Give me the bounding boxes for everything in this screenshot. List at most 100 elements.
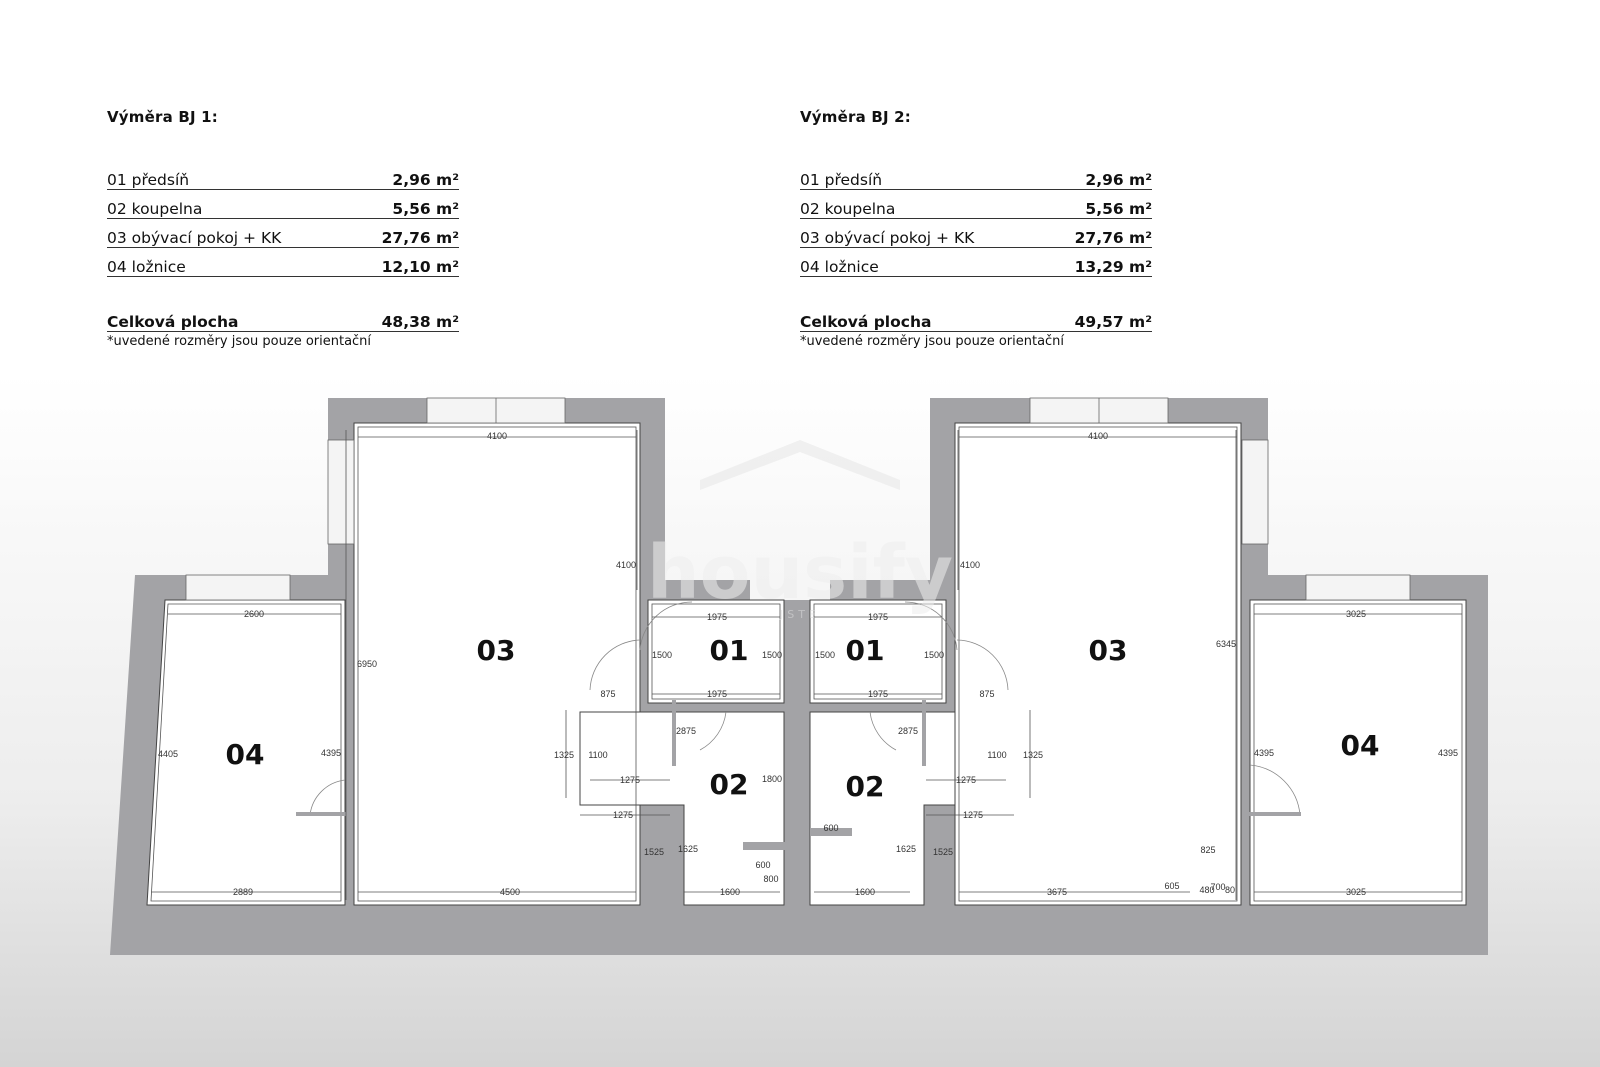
dim-label: 6950 <box>357 659 377 669</box>
dim-label: 1625 <box>896 844 916 854</box>
area-total-value: 49,57 m² <box>1074 313 1152 331</box>
area-row-label: 01 předsíň <box>800 170 883 189</box>
dim-label: 1500 <box>762 650 782 660</box>
dim-label: 1100 <box>588 750 607 760</box>
dim-label: 4100 <box>960 560 980 570</box>
area-row: 04 ložnice 13,29 m² <box>800 249 1152 277</box>
room-label-02: 02 <box>710 768 749 801</box>
area-row-value: 5,56 m² <box>1085 199 1152 218</box>
area-row-label: 01 předsíň <box>107 170 190 189</box>
dim-label: 4100 <box>1088 431 1108 441</box>
dim-label: 480 <box>1199 885 1214 895</box>
dim-label: 1500 <box>924 650 944 660</box>
room-floors <box>146 422 1467 906</box>
windows <box>185 397 1411 601</box>
dim-label: 1525 <box>933 847 953 857</box>
area-row-label: 02 koupelna <box>800 199 896 218</box>
area-row-label: 04 ložnice <box>800 257 879 276</box>
area-row: 01 předsíň 2,96 m² <box>107 162 459 190</box>
area-row-label: 04 ložnice <box>107 257 186 276</box>
room-label-01: 01 <box>846 634 885 667</box>
dimension-lines <box>151 430 1462 900</box>
dim-label: 875 <box>600 689 615 699</box>
dim-label: 4500 <box>500 887 520 897</box>
house-icon <box>700 440 900 490</box>
area-row-value: 27,76 m² <box>381 228 459 247</box>
room-04-right-floor <box>1249 599 1467 906</box>
dim-label: 1325 <box>554 750 574 760</box>
dim-label: 4395 <box>1438 748 1458 758</box>
area-table-title: Výměra BJ 2: <box>800 108 912 126</box>
area-total-row: Celková plocha 48,38 m² <box>107 305 459 332</box>
dim-label: 4405 <box>158 749 178 759</box>
window <box>185 574 291 601</box>
dimension-labels: 4100 4100 4100 4100 6950 2600 4405 4395 … <box>158 431 1458 897</box>
dim-label: 4100 <box>616 560 636 570</box>
dim-label: 2600 <box>244 609 264 619</box>
area-note: *uvedené rozměry jsou pouze orientační <box>107 334 372 349</box>
area-row-value: 12,10 m² <box>381 257 459 276</box>
area-table-unit2: Výměra BJ 2: 01 předsíň 2,96 m² 02 koupel… <box>800 108 1152 349</box>
dim-label: 600 <box>823 823 838 833</box>
room-label-01: 01 <box>710 634 749 667</box>
dim-label: 1625 <box>678 844 698 854</box>
area-row: 02 koupelna 5,56 m² <box>107 191 459 219</box>
dim-label: 80 <box>1225 885 1235 895</box>
area-total-value: 48,38 m² <box>381 313 459 331</box>
dim-label: 1275 <box>956 775 976 785</box>
dim-label: 1500 <box>815 650 835 660</box>
area-total-label: Celková plocha <box>107 313 239 331</box>
dim-label: 1500 <box>652 650 672 660</box>
room-03-right-floor <box>954 422 1242 906</box>
window <box>1241 439 1269 545</box>
dim-label: 700 <box>1210 882 1225 892</box>
dim-label: 875 <box>979 689 994 699</box>
dim-label: 1275 <box>620 775 640 785</box>
dim-label: 1275 <box>963 810 983 820</box>
dim-label: 3675 <box>1047 887 1067 897</box>
area-note: *uvedené rozměry jsou pouze orientační <box>800 334 1065 349</box>
room-label-02: 02 <box>846 770 885 803</box>
room-label-03: 03 <box>477 634 516 667</box>
dim-label: 1975 <box>868 612 888 622</box>
dim-label: 800 <box>763 874 778 884</box>
dim-label: 1800 <box>762 774 782 784</box>
window <box>1305 574 1411 601</box>
area-row-value: 2,96 m² <box>1085 170 1152 189</box>
area-total-row: Celková plocha 49,57 m² <box>800 305 1152 332</box>
room-label-03: 03 <box>1089 634 1128 667</box>
area-row: 02 koupelna 5,56 m² <box>800 191 1152 219</box>
dim-label: 1975 <box>707 689 727 699</box>
area-row-label: 03 obývací pokoj + KK <box>800 228 975 247</box>
dim-label: 1975 <box>707 612 727 622</box>
dim-label: 825 <box>1200 845 1215 855</box>
area-row-value: 27,76 m² <box>1074 228 1152 247</box>
area-total-label: Celková plocha <box>800 313 932 331</box>
room-label-04: 04 <box>1341 729 1380 762</box>
dim-label: 1275 <box>613 810 633 820</box>
area-row: 04 ložnice 12,10 m² <box>107 249 459 277</box>
area-row-label: 02 koupelna <box>107 199 203 218</box>
dim-label: 2875 <box>898 726 918 736</box>
area-row-value: 13,29 m² <box>1074 257 1152 276</box>
area-table-unit1: Výměra BJ 1: 01 předsíň 2,96 m² 02 koupel… <box>107 108 459 349</box>
area-row-value: 5,56 m² <box>392 199 459 218</box>
watermark-brand: housify <box>647 530 953 616</box>
dim-label: 4100 <box>487 431 507 441</box>
window <box>327 439 355 545</box>
room-labels: 03 01 02 04 01 02 03 04 <box>226 634 1380 803</box>
dim-label: 6345 <box>1216 639 1236 649</box>
area-table-title: Výměra BJ 1: <box>107 108 219 126</box>
door-leaves <box>296 700 1301 850</box>
dim-label: 600 <box>755 860 770 870</box>
watermark: housify JSTE <box>647 440 953 621</box>
dim-label: 1600 <box>855 887 875 897</box>
dim-label: 1525 <box>644 847 664 857</box>
room-label-04: 04 <box>226 738 265 771</box>
room-04-left-floor <box>146 599 346 906</box>
area-row-value: 2,96 m² <box>392 170 459 189</box>
dim-label: 1975 <box>868 689 888 699</box>
wall-lines <box>150 426 1463 902</box>
dim-label: 1325 <box>1023 750 1043 760</box>
